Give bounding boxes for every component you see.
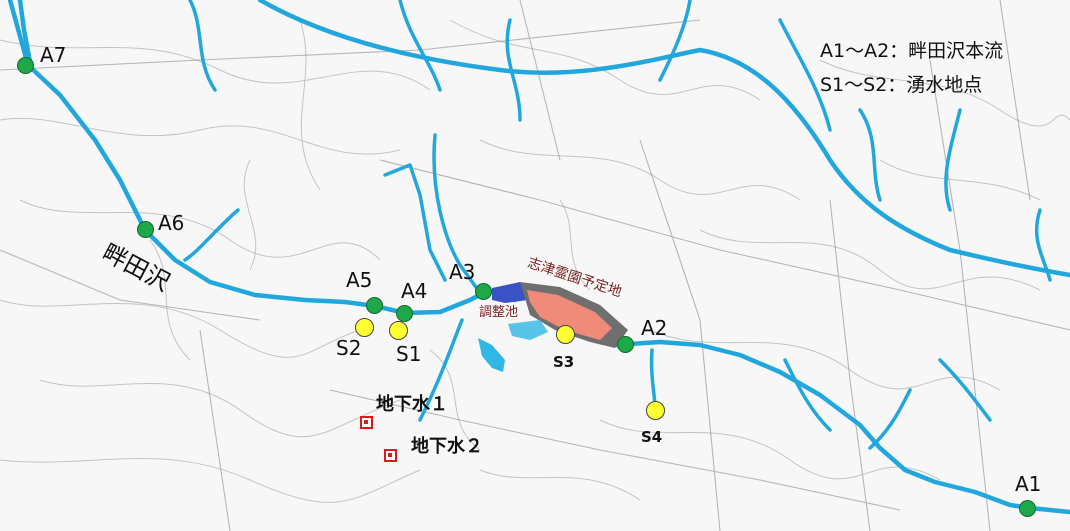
spring-point-s4-label: S4 xyxy=(641,428,663,446)
spring-point-s1-marker[interactable] xyxy=(389,321,408,340)
main-stream-line xyxy=(7,0,518,316)
river-north xyxy=(17,0,33,65)
stream-point-a4-marker[interactable] xyxy=(396,305,413,322)
spring-point-s4-marker[interactable] xyxy=(646,401,665,420)
tributary-15 xyxy=(868,388,912,450)
tributary-11 xyxy=(183,208,240,262)
tributary-5 xyxy=(778,18,832,132)
tributary-9 xyxy=(432,133,480,292)
stream-point-a4-label: A4 xyxy=(401,279,428,303)
groundwater-point-1-label: 地下水１ xyxy=(376,394,448,415)
tributary-14 xyxy=(783,358,832,432)
site-red-shape xyxy=(527,290,612,340)
river-upper xyxy=(257,0,1070,278)
tributary-16 xyxy=(938,358,992,422)
stream-point-a6-marker[interactable] xyxy=(137,221,154,238)
streams xyxy=(7,0,1070,515)
stream-point-a7-label: A7 xyxy=(40,43,67,67)
topo-background xyxy=(0,19,1070,503)
spring-point-s1-label: S1 xyxy=(396,342,422,366)
tributary-8 xyxy=(1034,208,1052,282)
spring-point-s2-label: S2 xyxy=(336,336,362,360)
stream-point-a6-label: A6 xyxy=(158,211,185,235)
legend-stream: A1～A2：畔田沢本流 xyxy=(820,40,1004,62)
pond-light-shape xyxy=(478,338,505,372)
tributary-2 xyxy=(398,0,442,92)
stream-point-a1-marker[interactable] xyxy=(1019,500,1036,517)
stream-point-a3-marker[interactable] xyxy=(475,283,492,300)
site-area xyxy=(478,282,628,372)
stream-point-a5-label: A5 xyxy=(346,268,373,292)
stream-point-a2-marker[interactable] xyxy=(617,336,634,353)
tributary-3 xyxy=(505,18,522,122)
legend-spring: S1～S2：湧水地点 xyxy=(820,74,983,96)
tributary-12 xyxy=(418,318,464,422)
pond-name-label: 調整池 xyxy=(479,305,519,320)
tributary-13 xyxy=(649,348,657,410)
groundwater-point-1-marker[interactable] xyxy=(360,416,373,429)
spring-point-s3-marker[interactable] xyxy=(556,325,575,344)
tributary-6 xyxy=(858,108,882,202)
groundwater-point-2-marker[interactable] xyxy=(384,449,397,462)
tributary-7 xyxy=(944,108,962,212)
tributary-4 xyxy=(658,0,692,82)
tributary-10 xyxy=(383,163,447,282)
spring-point-s2-marker[interactable] xyxy=(355,318,374,337)
pond-light-small xyxy=(508,320,548,340)
stream-point-a2-label: A2 xyxy=(641,316,668,340)
main-stream-lower xyxy=(612,339,1070,515)
tributary-1 xyxy=(188,0,217,92)
stream-point-a1-label: A1 xyxy=(1015,472,1042,496)
stream-point-a5-marker[interactable] xyxy=(366,297,383,314)
stream-point-a7-marker[interactable] xyxy=(17,57,34,74)
spring-point-s3-label: S3 xyxy=(553,353,575,371)
stream-point-a3-label: A3 xyxy=(449,260,476,284)
groundwater-point-2-label: 地下水２ xyxy=(411,436,483,457)
